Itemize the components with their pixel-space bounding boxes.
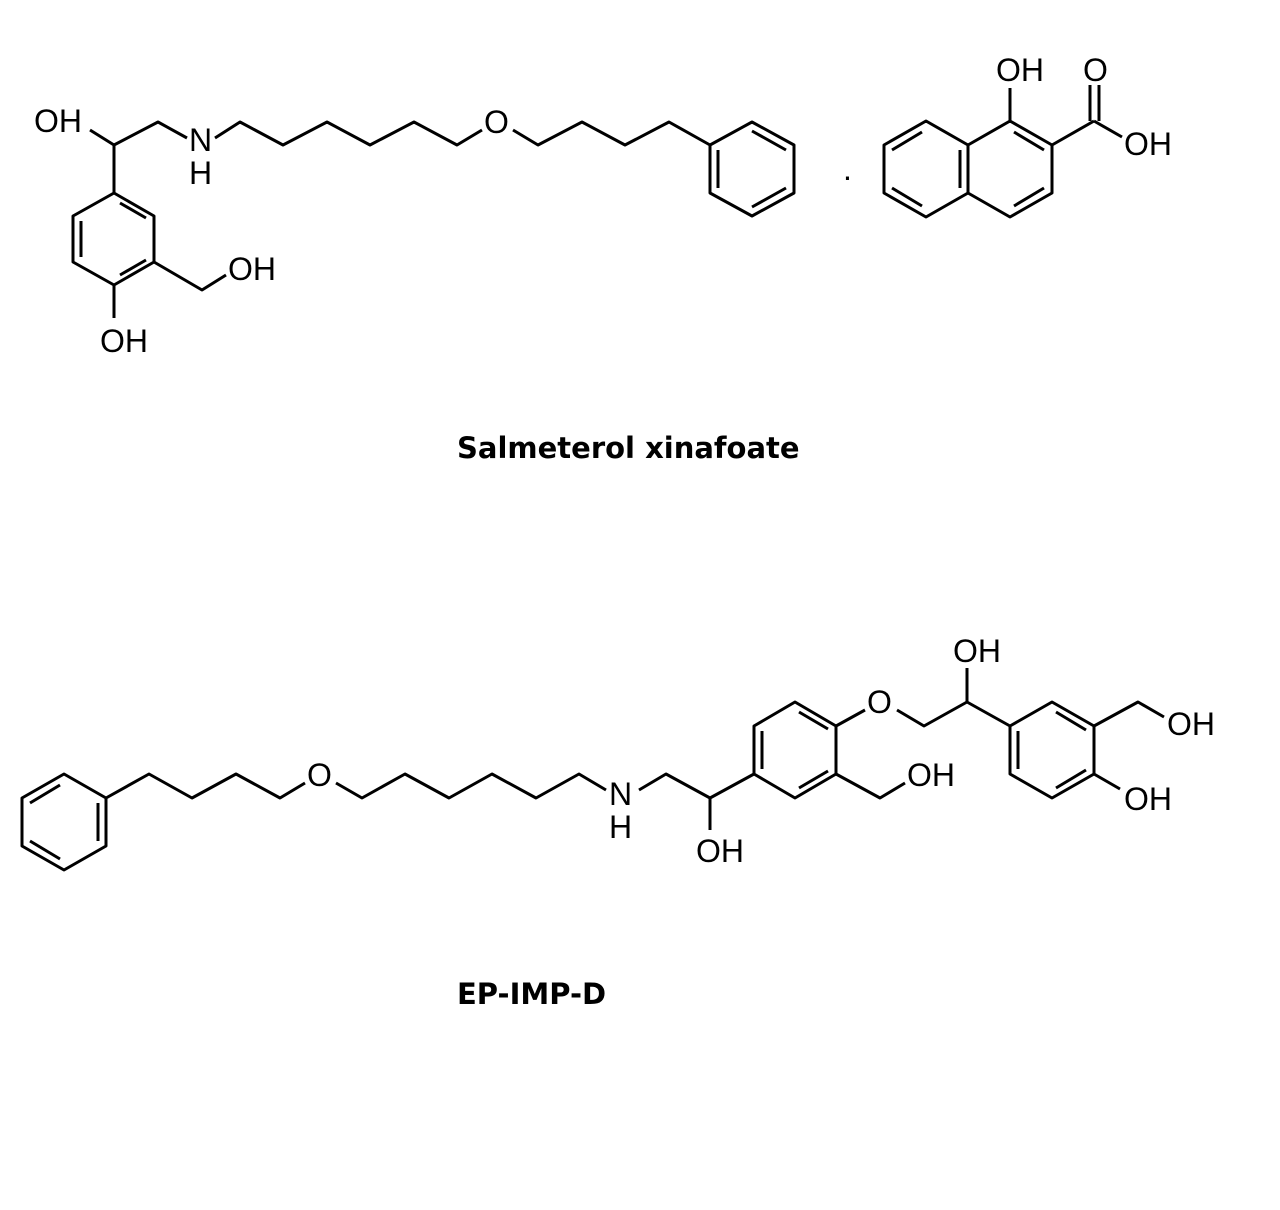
phenol-oh-label: OH	[1124, 781, 1172, 817]
ring-double-bond	[891, 130, 923, 152]
impurity-butyl-chain	[105, 772, 306, 800]
ether-oxygen-label: O	[484, 104, 509, 140]
ep-imp-d-caption: EP-IMP-D	[457, 977, 606, 1011]
nitrogen-label: N	[189, 122, 212, 158]
impurity-hexyl-chain	[335, 772, 607, 800]
salmeterol-caption: Salmeterol xinafoate	[457, 431, 800, 465]
ether-chain	[896, 700, 968, 728]
ring-double-bond	[1013, 130, 1045, 152]
ring-double-bond	[798, 710, 829, 731]
aryl-ether-oxygen-label: O	[867, 684, 892, 720]
ring-double-bond	[1055, 768, 1087, 790]
nh-hydrogen-label: H	[609, 809, 632, 845]
ch2oh-bond	[835, 772, 906, 800]
ring-double-bond	[29, 839, 61, 861]
ring-double-bond	[1055, 710, 1087, 732]
phenol-oh-label: OH	[100, 323, 148, 359]
nh-hydrogen-label: H	[189, 155, 212, 191]
ring-double-bond	[119, 258, 147, 277]
impurity-phenyl-ring	[20, 772, 108, 872]
carbonyl-oxygen-label: O	[1083, 52, 1108, 88]
aryl-ether-bond	[835, 708, 866, 728]
oh-top-label: OH	[953, 633, 1001, 669]
naphthalene-right-ring	[966, 119, 1054, 219]
ring-double-bond	[798, 769, 829, 790]
ch2oh-bond	[1093, 700, 1165, 728]
oh-label: OH	[696, 833, 744, 869]
naphthol-oh-label: OH	[996, 52, 1044, 88]
ring-double-bond	[29, 783, 61, 805]
carboxyl-bond	[1051, 119, 1095, 147]
salmeterol-phenyl-ring	[708, 120, 796, 218]
salt-separator: .	[843, 151, 852, 187]
ether-oxygen-label: O	[307, 757, 332, 793]
ring-double-bond	[751, 129, 787, 152]
ring-double-bond	[119, 201, 147, 220]
ch2oh-right-label: OH	[1167, 706, 1215, 742]
nitrogen-label: N	[609, 776, 632, 812]
salmeterol-hydroxyphenyl-ring	[71, 191, 156, 287]
phenol-oh-bond	[1093, 772, 1121, 791]
impurity-middle-ring	[752, 700, 838, 800]
acid-oh-label: OH	[1124, 126, 1172, 162]
ch2oh-bond	[153, 260, 227, 292]
ring-double-bond	[751, 186, 787, 209]
salmeterol-butyl-chain	[512, 120, 711, 147]
naphthalene-left-ring	[882, 119, 970, 219]
salmeterol-molecule: OH N H O OH OH	[34, 103, 796, 359]
xinafoic-acid-molecule: OH O OH	[882, 52, 1172, 219]
salmeterol-side-chain	[112, 120, 188, 193]
oh-bond	[89, 128, 115, 147]
ring-double-bond	[1013, 186, 1045, 208]
ring-double-bond	[891, 186, 923, 208]
oh-label: OH	[34, 103, 82, 139]
ch2oh-label: OH	[907, 757, 955, 793]
ep-imp-d-molecule: O N H OH OH O OH OH OH	[20, 633, 1215, 872]
impurity-right-ring	[1008, 700, 1096, 800]
ether-chain	[966, 700, 1011, 728]
acid-oh-bond	[1093, 119, 1123, 139]
salmeterol-alkyl-chain	[214, 120, 483, 147]
impurity-amino-chain	[638, 772, 755, 800]
ch2oh-label: OH	[228, 251, 276, 287]
